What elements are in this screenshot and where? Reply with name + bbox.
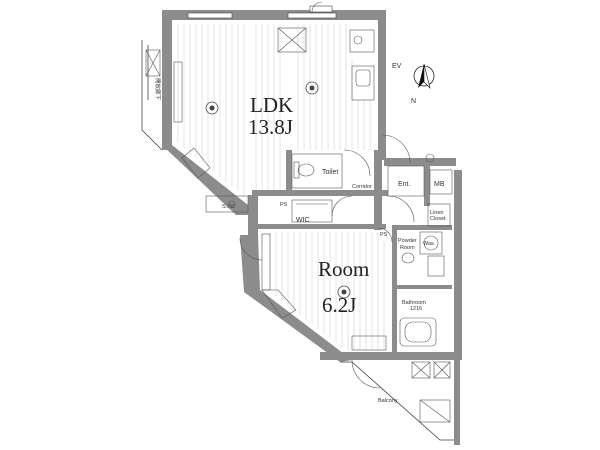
kitchen-fixtures xyxy=(277,27,375,101)
room-closet xyxy=(261,233,387,351)
open-corridor-label: 開放廊下 xyxy=(154,78,162,101)
linen-closet-label-line1: Linen xyxy=(430,210,443,216)
ldk-floor-grain xyxy=(177,24,371,196)
room-size-label: 6.2J xyxy=(322,293,356,317)
balcony-area xyxy=(340,361,454,441)
north-label: N xyxy=(411,98,416,105)
powder-room-label-line2: Room xyxy=(400,245,415,251)
ldk-size-label: 13.8J xyxy=(248,115,293,139)
room-label: Room xyxy=(318,257,369,281)
room-floor-grain xyxy=(269,232,385,350)
open-corridor-strip xyxy=(141,40,163,151)
washer-label: Was. xyxy=(423,241,436,247)
ev-label: EV xyxy=(392,63,402,70)
north-arrow-icon xyxy=(413,63,435,89)
storage-label: S.I.O xyxy=(222,204,235,210)
wic-interior xyxy=(291,199,333,223)
ldk-left-furniture xyxy=(173,61,249,213)
entrance-area xyxy=(387,153,453,197)
bathroom-label: Bathroom xyxy=(402,300,426,306)
bathroom-fixtures xyxy=(399,317,437,347)
top-windows xyxy=(187,1,337,19)
entrance-label: Ent. xyxy=(398,181,411,188)
door-swings xyxy=(239,134,415,389)
linen-closet-label-line2: Closet xyxy=(430,216,446,222)
ldk-label: LDK xyxy=(250,93,293,117)
toilet-fixture xyxy=(291,153,343,189)
ps-lower-label: PS xyxy=(380,232,388,238)
wic-label: WIC xyxy=(296,217,310,224)
balcony-label: Balcony xyxy=(378,398,398,404)
powder-room-label-line1: Powder xyxy=(398,238,417,244)
ceiling-lights xyxy=(205,81,351,299)
powder-room-fixtures xyxy=(401,203,451,277)
toilet-label: Toilet xyxy=(322,169,338,176)
exterior-walls xyxy=(162,10,462,445)
bathroom-size-label: 1216 xyxy=(410,306,422,312)
ps-upper-label: PS xyxy=(280,202,288,208)
corridor-label: Corridor xyxy=(352,184,372,190)
mb-label: MB xyxy=(434,181,445,188)
